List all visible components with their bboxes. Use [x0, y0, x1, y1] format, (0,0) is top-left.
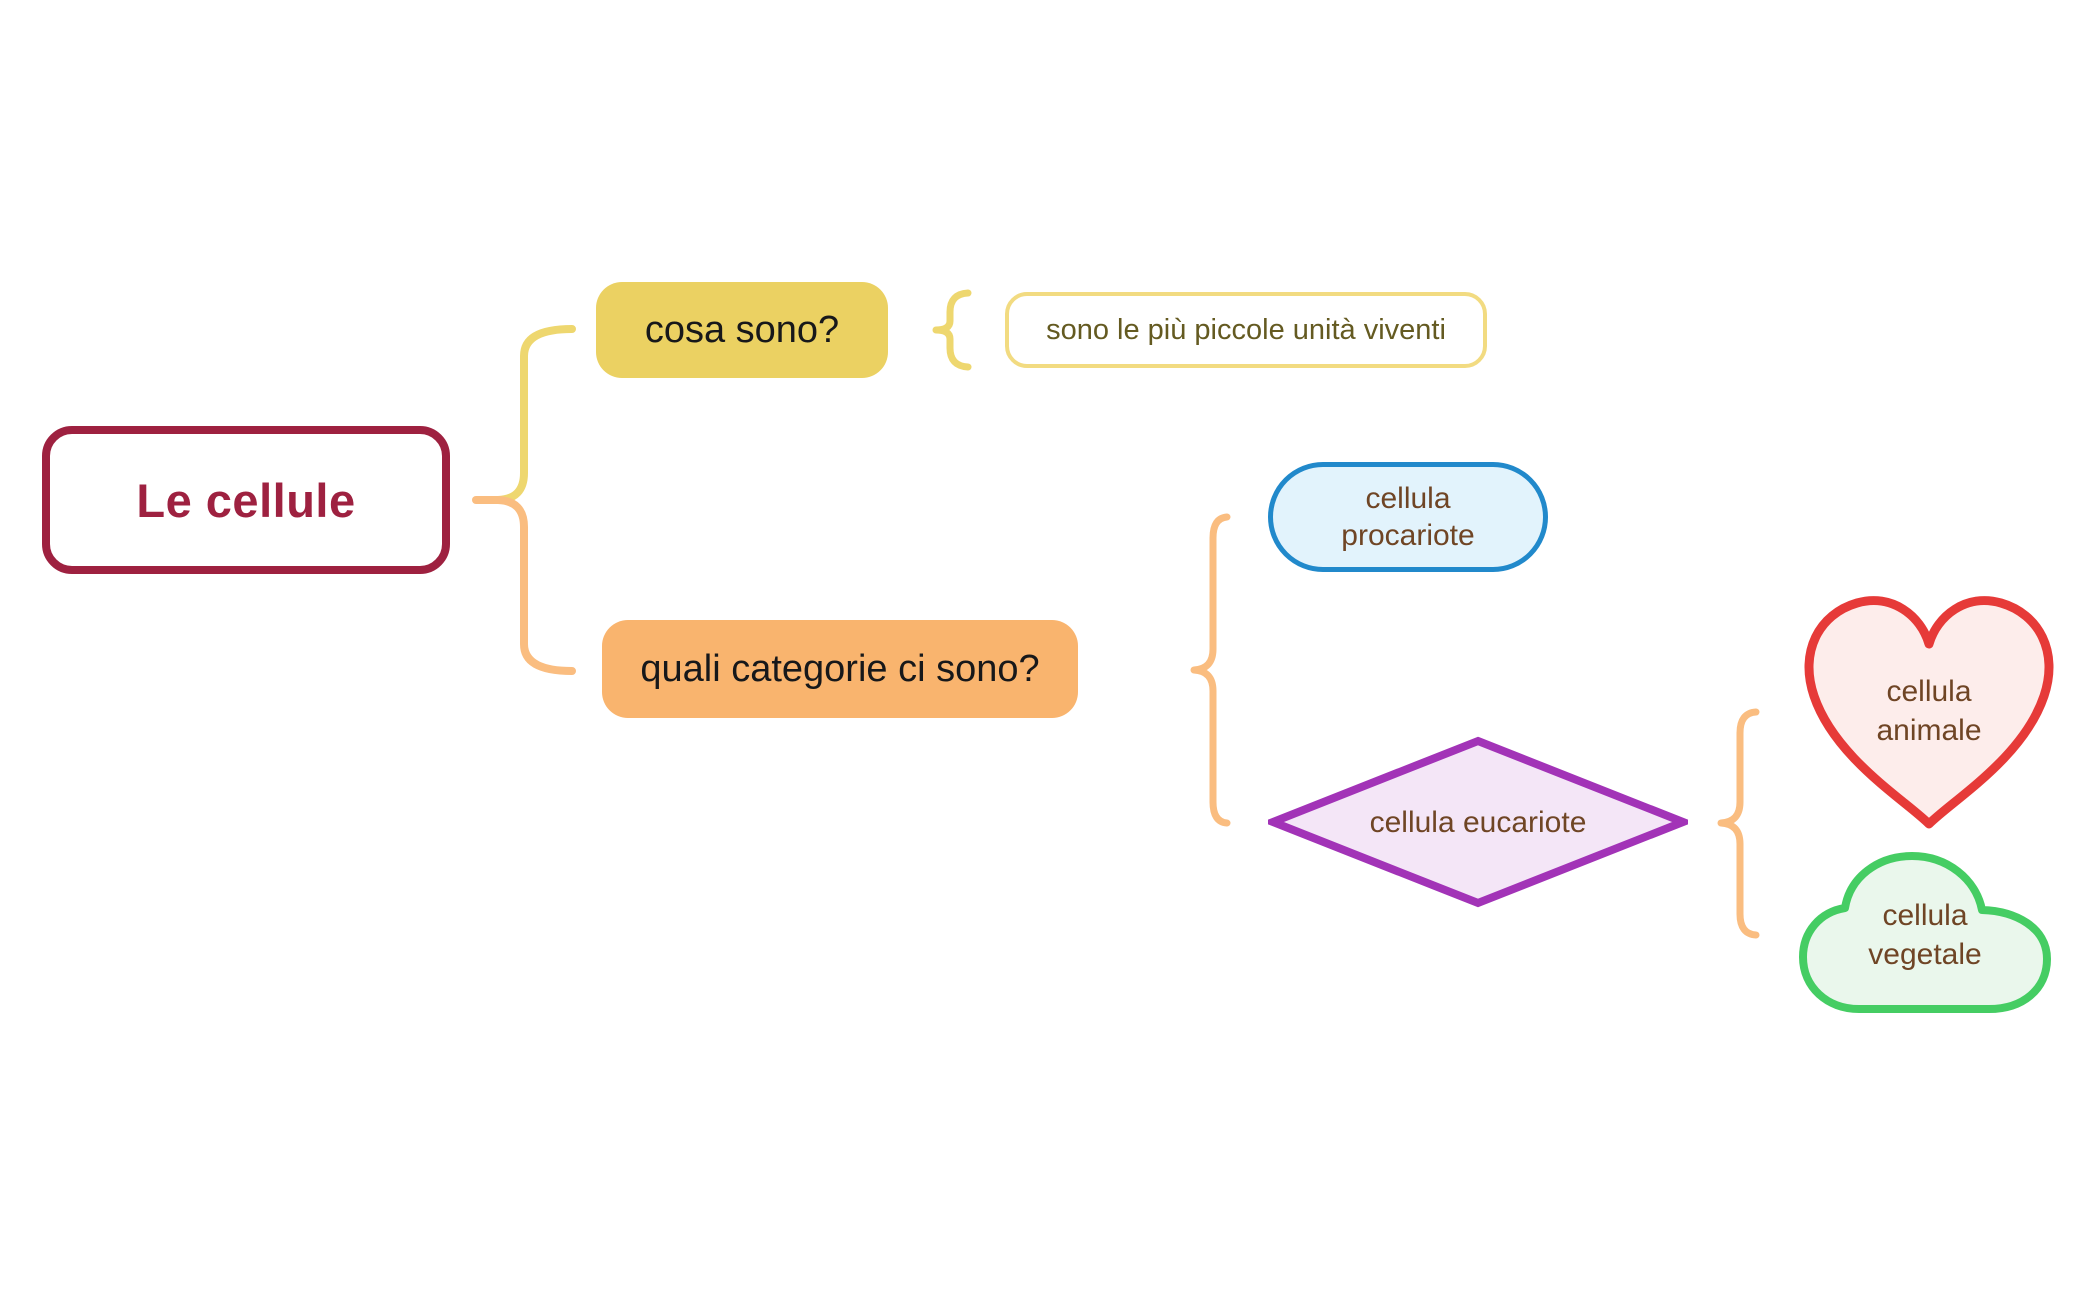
- node-question-label: cosa sono?: [644, 308, 840, 351]
- connector-brace-root-top: [494, 325, 576, 504]
- node-root-label: Le cellule: [136, 473, 356, 527]
- node-label-line: cellula: [1882, 899, 1968, 932]
- diamond-shape: [1268, 736, 1688, 908]
- node-question-cosa-sono[interactable]: cosa sono?: [596, 282, 888, 378]
- cloud-shape: [1799, 852, 2051, 1013]
- node-answer-label: sono le più piccole unità viventi: [1046, 313, 1446, 346]
- node-label-line: procariote: [1341, 519, 1475, 552]
- connector-brace-root-bottom: [494, 496, 576, 675]
- connector-brace-categorie: [1190, 513, 1231, 827]
- node-label-line: animale: [1876, 714, 1982, 747]
- node-label: cellula eucariote: [1369, 805, 1587, 839]
- node-cellula-vegetale[interactable]: cellula vegetale: [1793, 851, 2057, 1019]
- node-question-categorie[interactable]: quali categorie ci sono?: [602, 620, 1078, 718]
- heart-outline: [1804, 596, 2054, 829]
- node-label-line: vegetale: [1868, 938, 1982, 971]
- diamond-outline: [1268, 736, 1688, 908]
- node-label-line: cellula: [1365, 481, 1451, 515]
- node-root[interactable]: Le cellule: [42, 426, 450, 574]
- node-cellula-eucariote[interactable]: cellula eucariote: [1268, 736, 1688, 908]
- connector-brace-eucariote: [1717, 708, 1760, 939]
- node-answer-cosa-sono[interactable]: sono le più piccole unità viventi: [1005, 292, 1487, 368]
- heart-shape: [1804, 596, 2054, 829]
- node-cellula-animale[interactable]: cellula animale: [1795, 588, 2063, 834]
- node-label-line: cellula: [1886, 675, 1972, 708]
- cloud-outline: [1799, 852, 2051, 1013]
- node-question-label: quali categorie ci sono?: [640, 647, 1040, 690]
- connector-brace-cosa-sono: [932, 289, 972, 371]
- node-cellula-procariote[interactable]: cellula procariote: [1268, 462, 1548, 572]
